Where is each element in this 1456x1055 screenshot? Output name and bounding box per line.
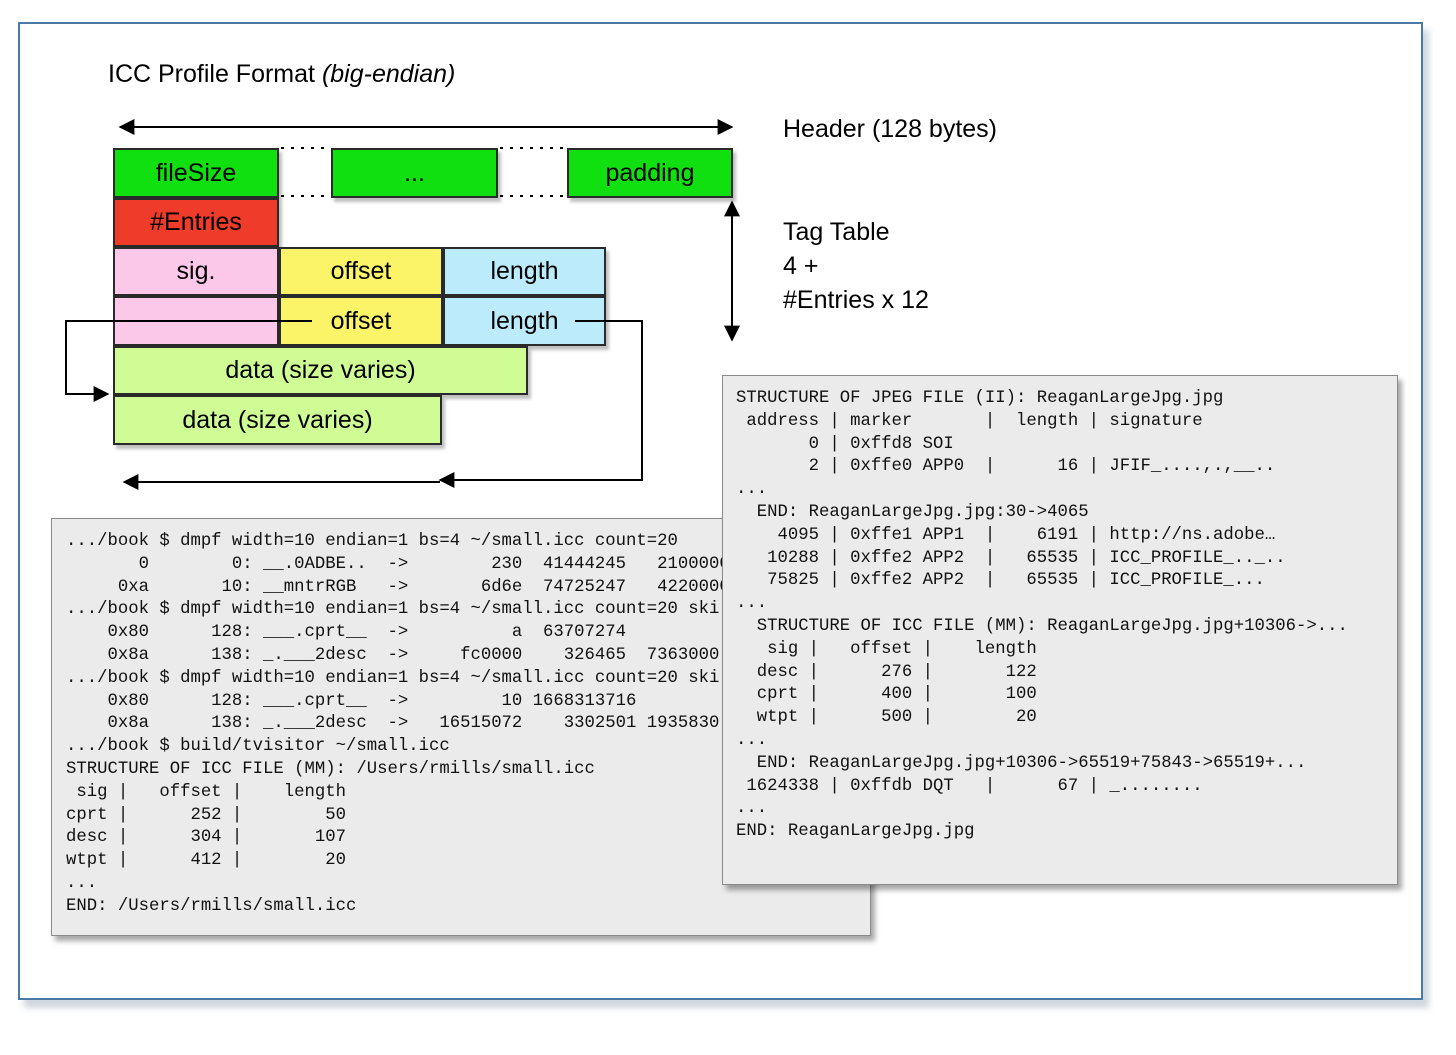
terminal-right-line: desc | 276 | 122 xyxy=(736,662,1037,682)
tag-table-formula-2: #Entries x 12 xyxy=(783,286,929,314)
terminal-right-line: 10288 | 0xffe2 APP2 | 65535 | ICC_PROFIL… xyxy=(736,548,1286,568)
terminal-left-line: 0 0: __.0ADBE.. -> 230 41444245 2100000 xyxy=(66,554,730,574)
terminal-right-line: STRUCTURE OF JPEG FILE (II): ReaganLarge… xyxy=(736,389,1224,408)
terminal-right-line: sig | offset | length xyxy=(736,639,1037,659)
diagram-title: ICC Profile Format (big-endian) xyxy=(108,60,455,89)
terminal-left-line: 0x8a 138: _.___2desc -> 16515072 3302501… xyxy=(66,714,720,734)
terminal-left-line: 0xa 10: __mntrRGB -> 6d6e 74725247 42200… xyxy=(66,577,730,597)
terminal-right-line: END: ReaganLargeJpg.jpg xyxy=(736,822,975,842)
header-label: Header (128 bytes) xyxy=(783,115,998,143)
terminal-left-line: .../book $ build/tvisitor ~/small.icc xyxy=(66,737,450,757)
terminal-right-line: ... xyxy=(736,480,768,500)
terminal-right-line: END: ReaganLargeJpg.jpg+10306->65519+758… xyxy=(736,753,1307,773)
header-ellipsis-box: ... xyxy=(331,148,498,198)
terminal-left-line: ... xyxy=(66,873,98,893)
entries-box: #Entries xyxy=(113,198,279,247)
padding-box: padding xyxy=(567,148,733,198)
terminal-left-line: 0x80 128: ___.cprt__ -> a 63707274 xyxy=(66,623,627,643)
terminal-right-line: 1624338 | 0xffdb DQT | 67 | _........ xyxy=(736,776,1203,796)
terminal-left-line: desc | 304 | 107 xyxy=(66,828,347,848)
offset-pointer-arrow xyxy=(65,320,312,402)
title-main: ICC Profile Format xyxy=(108,60,315,88)
offset-box-1: offset xyxy=(279,247,443,296)
terminal-right: STRUCTURE OF JPEG FILE (II): ReaganLarge… xyxy=(722,375,1398,885)
terminal-right-text: STRUCTURE OF JPEG FILE (II): ReaganLarge… xyxy=(723,376,1397,844)
terminal-left-text: .../book $ dmpf width=10 endian=1 bs=4 ~… xyxy=(52,519,870,919)
terminal-left-line: END: /Users/rmills/small.icc xyxy=(66,896,357,916)
terminal-left-line: cprt | 252 | 50 xyxy=(66,805,347,825)
title-italic: (big-endian) xyxy=(321,60,456,88)
terminal-right-line: STRUCTURE OF ICC FILE (MM): ReaganLargeJ… xyxy=(736,616,1348,636)
terminal-left-line: .../book $ dmpf width=10 endian=1 bs=4 ~… xyxy=(66,600,720,620)
data-box-1: data (size varies) xyxy=(113,346,528,395)
terminal-left-line: 0x80 128: ___.cprt__ -> 10 1668313716 xyxy=(66,691,637,711)
tag-table-label: Tag Table xyxy=(783,218,890,246)
terminal-left-line: .../book $ dmpf width=10 endian=1 bs=4 ~… xyxy=(66,532,678,551)
terminal-right-line: 4095 | 0xffe1 APP1 | 6191 | http://ns.ad… xyxy=(736,525,1276,545)
terminal-left-line: .../book $ dmpf width=10 endian=1 bs=4 ~… xyxy=(66,668,720,688)
terminal-right-line: address | marker | length | signature xyxy=(736,411,1203,431)
terminal-right-line: ... xyxy=(736,594,768,614)
filesize-box: fileSize xyxy=(113,148,279,198)
terminal-left-line: STRUCTURE OF ICC FILE (MM): /Users/rmill… xyxy=(66,759,595,779)
terminal-left-line: sig | offset | length xyxy=(66,782,347,802)
terminal-right-line: 2 | 0xffe0 APP0 | 16 | JFIF_....,.,__.. xyxy=(736,457,1276,477)
terminal-right-line: ... xyxy=(736,730,768,750)
terminal-right-line: wtpt | 500 | 20 xyxy=(736,708,1037,728)
length-pointer-line xyxy=(438,320,643,488)
terminal-left-line: wtpt | 412 | 20 xyxy=(66,851,347,871)
terminal-right-line: 0 | 0xffd8 SOI xyxy=(736,434,954,454)
terminal-right-line: cprt | 400 | 100 xyxy=(736,685,1037,705)
tag-table-formula-1: 4 + xyxy=(783,252,819,280)
terminal-left-line: 0x8a 138: _.___2desc -> fc0000 326465 73… xyxy=(66,645,720,665)
sig-box: sig. xyxy=(113,247,279,296)
terminal-right-line: END: ReaganLargeJpg.jpg:30->4065 xyxy=(736,502,1089,522)
terminal-right-line: ... xyxy=(736,799,768,819)
terminal-right-line: 75825 | 0xffe2 APP2 | 65535 | ICC_PROFIL… xyxy=(736,571,1265,591)
data-box-2: data (size varies) xyxy=(113,395,442,445)
length-box-1: length xyxy=(443,247,606,296)
